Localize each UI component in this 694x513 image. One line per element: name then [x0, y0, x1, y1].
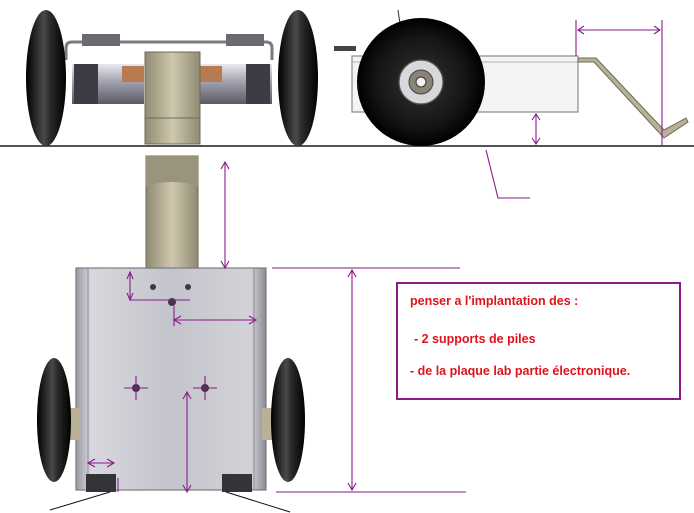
- front-clip-left: [122, 66, 144, 82]
- top-wheel-right: [271, 358, 305, 482]
- front-gearbox-right: [246, 64, 270, 104]
- side-view: [334, 9, 689, 199]
- front-top-rail: [64, 40, 274, 60]
- top-bracket-hook: [146, 156, 198, 186]
- rear-foot-right: [222, 474, 252, 492]
- front-rail-block-right: [226, 34, 264, 46]
- side-connector: [334, 46, 356, 51]
- note-line-implantation: penser a l'implantation des :: [410, 294, 579, 308]
- front-center-bracket: [144, 51, 201, 145]
- top-wheel-left: [37, 358, 71, 482]
- design-note-box: penser a l'implantation des : - 2 suppor…: [396, 282, 681, 400]
- side-wheel-axle: [415, 76, 427, 88]
- rear-foot-left: [86, 474, 116, 492]
- side-leader-line: [485, 149, 530, 199]
- front-wheel-right: [278, 10, 318, 146]
- front-clip-right: [200, 66, 222, 82]
- note-line-battery-supports: - 2 supports de piles: [414, 332, 536, 346]
- side-dimensions: [531, 20, 663, 146]
- rear-leader-left: [49, 491, 111, 511]
- note-line-lab-plate: - de la plaque lab partie électronique.: [410, 364, 631, 378]
- top-dimensions: [86, 160, 466, 494]
- front-gearbox-left: [74, 64, 98, 104]
- top-view: [37, 155, 466, 513]
- front-view: [0, 10, 694, 147]
- rear-leader-right: [225, 491, 291, 513]
- front-rail-block-left: [82, 34, 120, 46]
- side-tail-rod: [577, 57, 689, 139]
- front-wheel-left: [26, 10, 66, 146]
